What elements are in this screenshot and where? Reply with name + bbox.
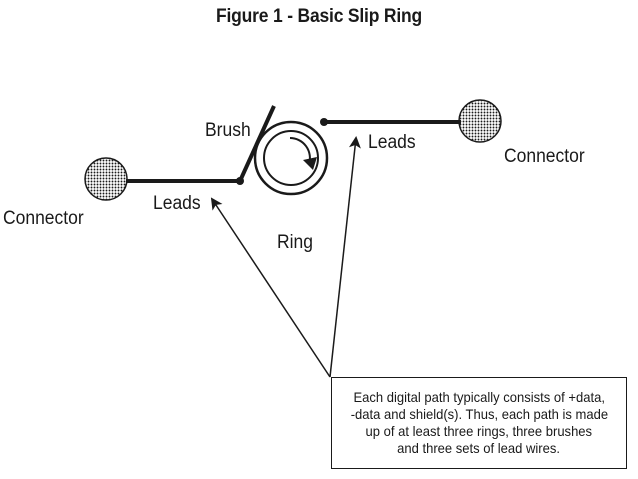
ring-label: Ring <box>277 232 313 253</box>
note-line-3: up of at least three rings, three brushe… <box>365 423 593 439</box>
note-line-4: and three sets of lead wires. <box>397 440 561 456</box>
explanation-note-box: Each digital path typically consists of … <box>331 377 627 469</box>
rotation-arrow-icon <box>303 157 317 170</box>
figure-title: Figure 1 - Basic Slip Ring <box>216 6 422 27</box>
ring-inner <box>263 130 319 186</box>
note-line-1: Each digital path typically consists of … <box>353 389 605 405</box>
brush-label: Brush <box>205 120 251 141</box>
ring-outer <box>253 120 329 196</box>
left-connector-icon <box>84 157 128 201</box>
leads-left-label: Leads <box>153 193 201 214</box>
callout-arrow-left <box>210 197 331 378</box>
right-connector-icon <box>458 99 502 143</box>
leads-right-label: Leads <box>368 132 416 153</box>
note-line-2: -data and shield(s). Thus, each path is … <box>350 406 608 422</box>
connector-left-label: Connector <box>3 208 84 229</box>
connector-right-label: Connector <box>504 146 585 167</box>
callout-arrow-right <box>329 136 361 378</box>
